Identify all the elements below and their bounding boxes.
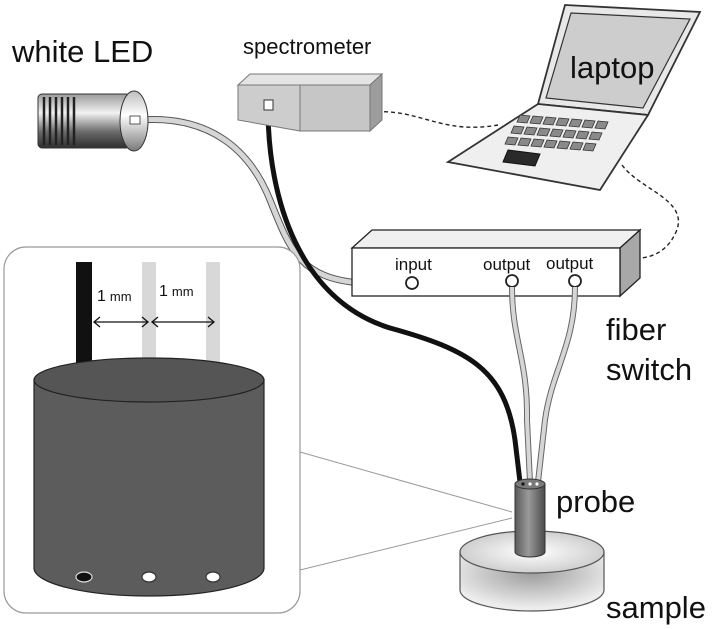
laptop-computer bbox=[445, 4, 702, 191]
inset-light-fiber-end-1 bbox=[141, 571, 157, 583]
inset-dark-fiber bbox=[76, 262, 92, 380]
switch-output-label-1: output bbox=[483, 255, 531, 274]
led-to-switch-fiber-core bbox=[139, 117, 412, 286]
inset-zoom-line-bottom bbox=[299, 517, 513, 571]
spectrometer-to-laptop-cable bbox=[369, 110, 499, 128]
switch-output-fibers bbox=[509, 286, 578, 483]
white-led-source bbox=[37, 90, 149, 152]
laptop-label: laptop bbox=[570, 50, 654, 85]
switch-output-label-2: output bbox=[546, 254, 594, 273]
inset-dark-fiber-end bbox=[75, 571, 93, 583]
switch-output-port-1 bbox=[505, 274, 519, 288]
white-led-label: white LED bbox=[11, 34, 153, 69]
inset-light-fiber-end-2 bbox=[205, 571, 221, 583]
probe-tip-inset bbox=[3, 246, 301, 614]
probe-label: probe bbox=[556, 484, 635, 519]
fiber-switch-label-line2: switch bbox=[606, 352, 692, 387]
probe bbox=[514, 478, 546, 558]
spectrometer-to-probe-fiber bbox=[265, 107, 523, 483]
spectrometer-label: spectrometer bbox=[243, 34, 371, 59]
sample-disc bbox=[459, 530, 605, 612]
switch-input-label: input bbox=[395, 255, 432, 274]
inset-zoom-line-top bbox=[299, 451, 513, 513]
sample-label: sample bbox=[606, 590, 706, 625]
switch-input-port bbox=[405, 276, 419, 290]
switch-output-port-2 bbox=[568, 274, 582, 288]
inset-spacing-arrows bbox=[92, 316, 216, 328]
inset-light-fiber-1 bbox=[142, 262, 156, 380]
fiber-switch-label-line1: fiber bbox=[606, 312, 666, 347]
spectrometer-box bbox=[236, 72, 384, 133]
